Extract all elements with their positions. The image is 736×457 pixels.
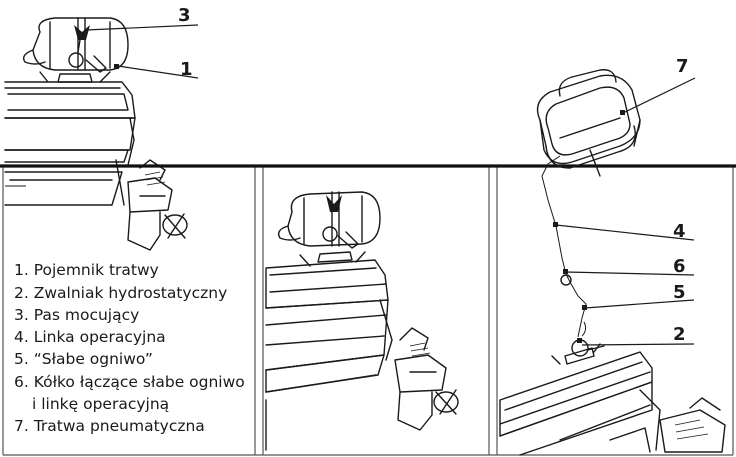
callout-2: 2	[581, 324, 695, 346]
callout-4: 4	[555, 221, 695, 242]
callout-label-4: 4	[673, 221, 686, 242]
panel-frame	[2, 166, 734, 456]
legend-item-2: 2. Zwalniak hydrostatyczny	[14, 284, 227, 302]
callout-6: 6	[565, 256, 695, 277]
callout-1: 1	[114, 59, 199, 80]
legend-item-1: 1. Pojemnik tratwy	[14, 261, 159, 279]
callout-label-3: 3	[178, 5, 191, 26]
ship-stern-middle	[265, 191, 459, 451]
legend: 1. Pojemnik tratwy 2. Zwalniak hydrostat…	[14, 261, 245, 435]
callout-label-6: 6	[673, 256, 686, 277]
callout-label-7: 7	[676, 56, 689, 77]
callout-label-1: 1	[180, 59, 193, 80]
ship-stern-upper	[4, 17, 188, 251]
callout-3: 3	[85, 5, 199, 31]
callout-5: 5	[584, 282, 695, 309]
callout-7: 7	[620, 56, 696, 115]
callout-label-5: 5	[673, 282, 686, 303]
legend-item-5: 5. “Słabe ogniwo”	[14, 350, 153, 368]
legend-item-3: 3. Pas mocujący	[14, 306, 139, 324]
legend-item-7: 7. Tratwa pneumatyczna	[14, 417, 205, 435]
legend-item-6-continued: i linkę operacyjną	[32, 395, 169, 413]
ship-sinking-right	[499, 69, 726, 456]
legend-item-6: 6. Kółko łączące słabe ogniwo	[14, 373, 245, 391]
legend-item-4: 4. Linka operacyjna	[14, 328, 166, 346]
callout-label-2: 2	[673, 324, 686, 345]
